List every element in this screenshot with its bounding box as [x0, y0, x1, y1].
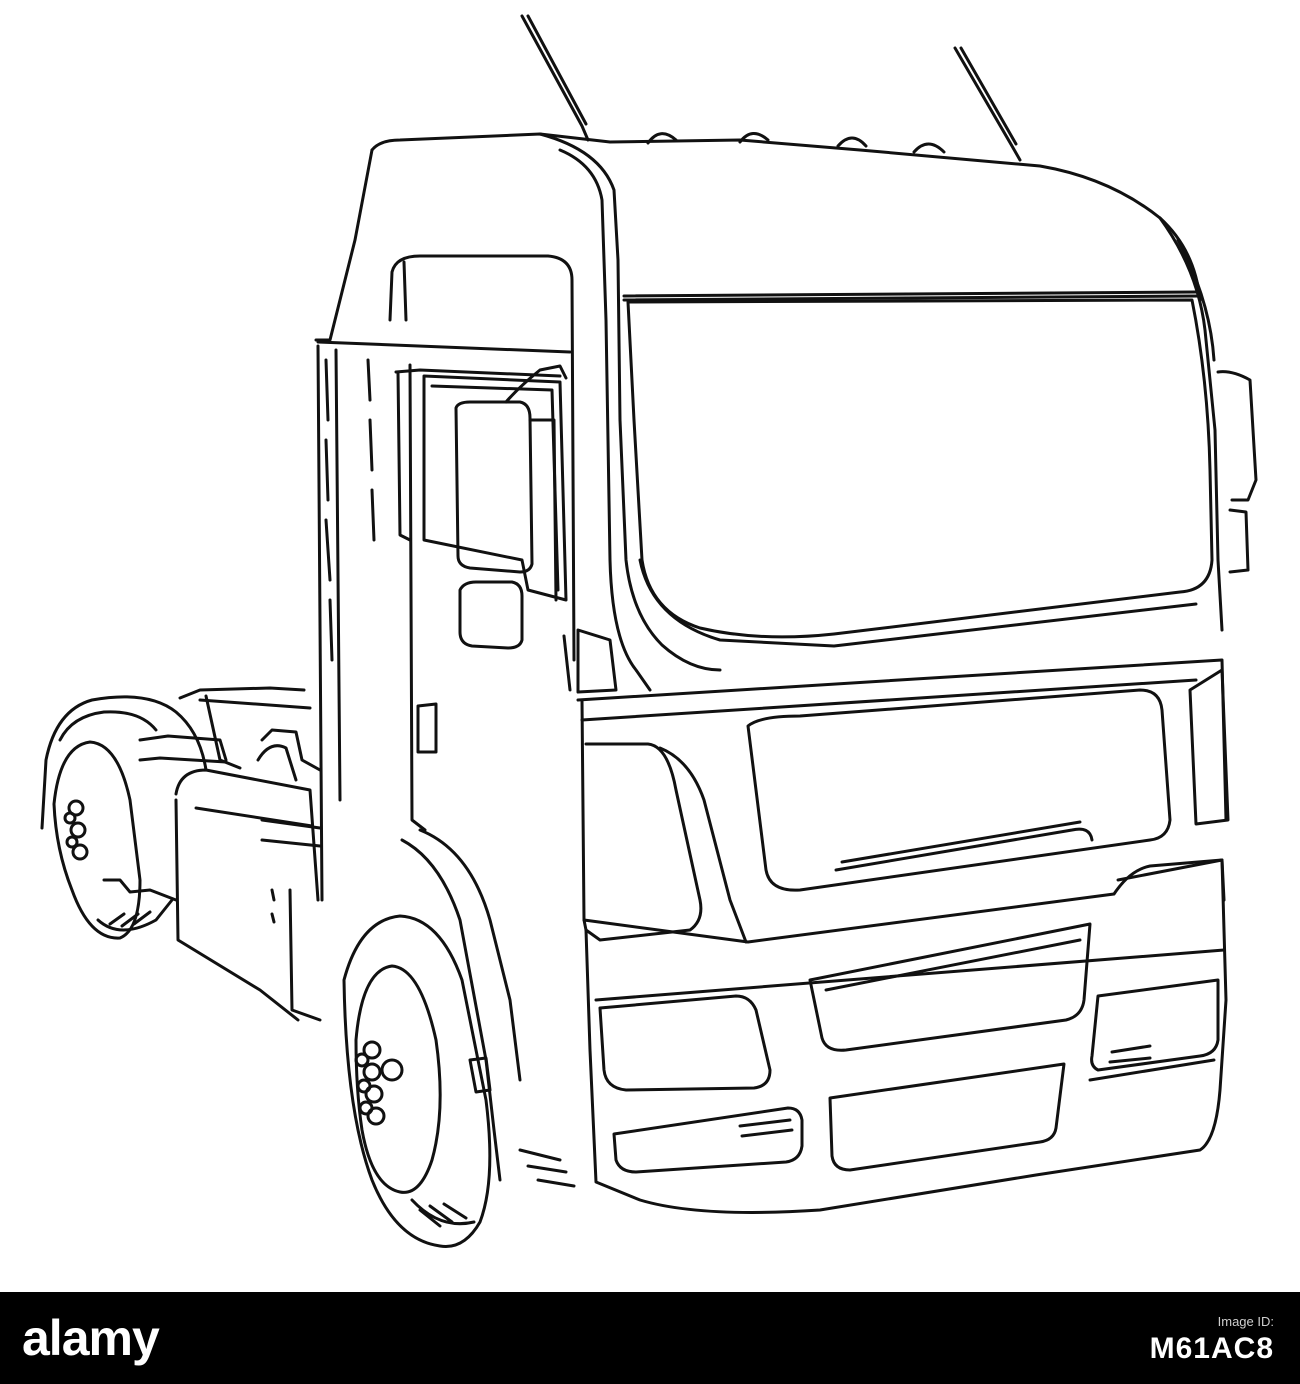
front-wheel — [342, 914, 492, 1248]
side-window — [422, 374, 568, 602]
door — [316, 254, 576, 902]
image-id: M61AC8 — [1149, 1332, 1274, 1365]
antenna-left — [520, 14, 590, 142]
front-fender — [400, 828, 522, 1182]
roof-lights — [646, 132, 946, 154]
front-grille — [746, 688, 1172, 892]
image-id-block: Image ID: M61AC8 — [1150, 1312, 1274, 1366]
headlight-right — [1090, 978, 1220, 1072]
watermark-footer-bar: alamy Image ID: M61AC8 — [0, 1292, 1300, 1384]
fog-light-left — [612, 1106, 804, 1174]
lower-grille — [828, 1058, 1216, 1172]
rear-wheel — [52, 740, 174, 940]
truck-line-drawing — [40, 14, 1258, 1248]
image-id-caption: Image ID: — [1217, 1314, 1274, 1329]
side-mirror — [454, 364, 568, 650]
headlight-left — [598, 994, 772, 1092]
chassis — [138, 686, 322, 848]
windshield — [626, 298, 1214, 648]
fuel-tank — [174, 768, 322, 1022]
rear-fender — [40, 695, 208, 902]
cab-steps — [562, 628, 618, 694]
cab-body — [314, 132, 1224, 692]
bumper — [582, 858, 1228, 1214]
headlight-housing-left — [584, 742, 748, 944]
antenna-right — [953, 46, 1022, 162]
small-details — [518, 370, 1258, 1188]
alamy-logo: alamy — [22, 1310, 160, 1366]
